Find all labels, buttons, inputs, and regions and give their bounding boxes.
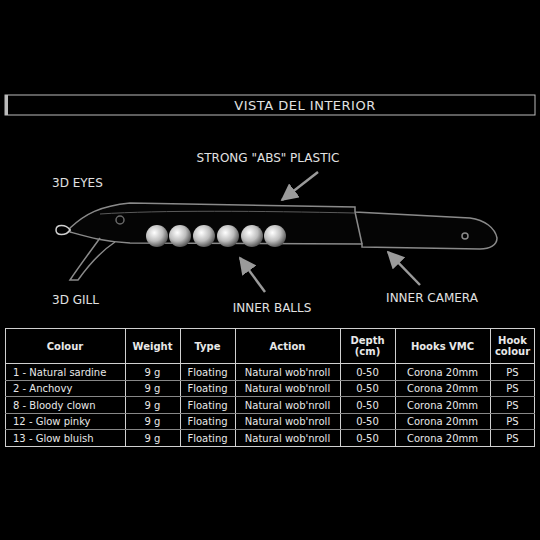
table-cell: Corona 20mm (397, 381, 488, 396)
table-cell: Natural wob'nroll (237, 364, 338, 380)
table-header: Hooks VMC (397, 329, 488, 363)
table-cell: Corona 20mm (397, 414, 488, 429)
part-label: STRONG "ABS" PLASTIC (197, 151, 340, 165)
table-cell: 0-50 (342, 381, 393, 396)
table-cell: 9 g (127, 397, 178, 413)
line-tie (462, 233, 468, 239)
inner-balls (146, 225, 286, 247)
table-cell: 12 - Glow pinky (7, 414, 123, 429)
table-grid (5, 328, 535, 447)
table-cell: PS (492, 364, 533, 380)
table-cell: 0-50 (342, 397, 393, 413)
table-cell: Floating (182, 381, 233, 396)
table-cell: PS (492, 397, 533, 413)
table-cell: Floating (182, 364, 233, 380)
table-cell: Floating (182, 430, 233, 446)
table-cell: Corona 20mm (397, 430, 488, 446)
lure-joint (355, 212, 362, 244)
part-label: 3D GILL (52, 293, 99, 307)
title-band-edge (5, 95, 8, 115)
part-label: 3D EYES (52, 176, 103, 190)
part-label: INNER CAMERA (386, 291, 478, 305)
diagram-title: VISTA DEL INTERIOR (234, 98, 375, 113)
table-cell: Corona 20mm (397, 364, 488, 380)
table-cell: 9 g (127, 364, 178, 380)
table-cell: 0-50 (342, 364, 393, 380)
lure (56, 203, 497, 280)
table-header: Depth (cm) (342, 329, 393, 363)
lure-back-line (100, 211, 355, 214)
lure-body (70, 203, 497, 249)
table-cell: 1 - Natural sardine (7, 364, 123, 380)
table-cell: 0-50 (342, 414, 393, 429)
part-label: INNER BALLS (233, 301, 312, 315)
table-header: Weight (127, 329, 178, 363)
table-cell: Natural wob'nroll (237, 430, 338, 446)
table-cell: 2 - Anchovy (7, 381, 123, 396)
table-cell: Corona 20mm (397, 397, 488, 413)
table-header: Hook colour (492, 329, 533, 363)
table-cell: 9 g (127, 414, 178, 429)
table-cell: 9 g (127, 430, 178, 446)
table-cell: 0-50 (342, 430, 393, 446)
table-header: Action (237, 329, 338, 363)
table-cell: Natural wob'nroll (237, 414, 338, 429)
table-header: Type (182, 329, 233, 363)
table-cell: PS (492, 381, 533, 396)
table-cell: 13 - Glow bluish (7, 430, 123, 446)
eye (116, 216, 124, 224)
table-cell: Floating (182, 414, 233, 429)
table-header: Colour (7, 329, 123, 363)
lure-lip (70, 238, 115, 280)
table-cell: 9 g (127, 381, 178, 396)
table-cell: Floating (182, 397, 233, 413)
leader-lines (240, 172, 420, 292)
table-cell: PS (492, 430, 533, 446)
table-cell: Natural wob'nroll (237, 397, 338, 413)
table-cell: PS (492, 414, 533, 429)
table-cell: Natural wob'nroll (237, 381, 338, 396)
title-band (5, 95, 535, 115)
tail-ring (56, 226, 70, 235)
table-cell: 8 - Bloody clown (7, 397, 123, 413)
